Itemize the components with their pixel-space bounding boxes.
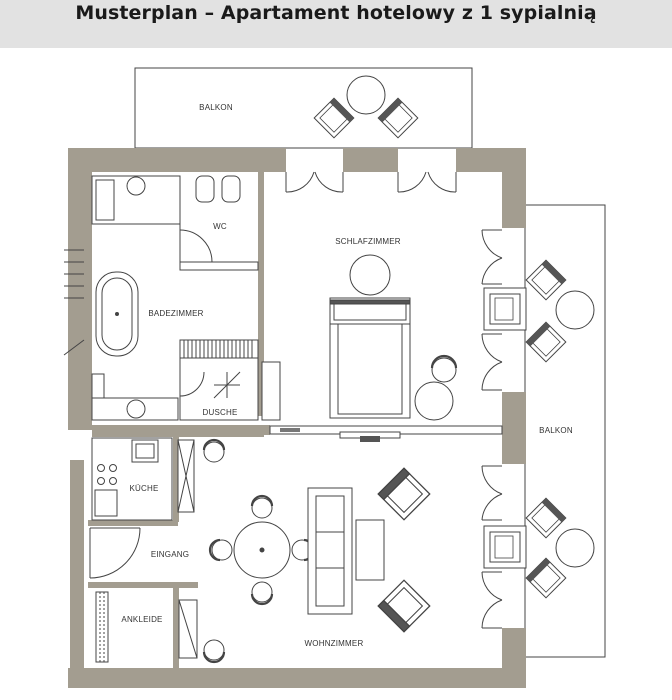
page-title: Musterplan – Apartament hotelowy z 1 syp…	[75, 2, 597, 24]
label-ankleide: ANKLEIDE	[121, 615, 162, 624]
right-balcony-furniture-upper	[483, 259, 595, 363]
living-room-furniture	[202, 438, 431, 664]
label-wc: WC	[213, 222, 227, 231]
label-dusche: DUSCHE	[203, 408, 238, 417]
outer-walls	[68, 148, 526, 688]
kitchen-fixtures	[91, 437, 195, 521]
label-balkon-top: BALKON	[199, 103, 233, 112]
bathroom-fixtures	[91, 175, 281, 421]
entrance	[89, 527, 198, 663]
bedroom-furniture	[329, 254, 458, 421]
label-schlafzimmer: SCHLAFZIMMER	[335, 237, 401, 246]
sliding-partition	[269, 425, 503, 442]
balcony-top	[134, 67, 473, 149]
room-labels: BALKON WC SCHLAFZIMMER BADEZIMMER DUSCHE…	[121, 103, 572, 648]
label-wohnzimmer: WOHNZIMMER	[305, 639, 364, 648]
balcony-door-left	[285, 171, 344, 193]
right-balcony-furniture-lower	[483, 497, 595, 599]
balcony-door-right	[397, 171, 457, 193]
bedroom-balcony-doors	[481, 229, 503, 391]
left-window	[63, 249, 85, 356]
living-balcony-doors	[481, 465, 503, 629]
label-balkon-right: BALKON	[539, 426, 573, 435]
title-bar	[0, 0, 672, 48]
top-balcony-furniture	[313, 75, 419, 139]
label-kueche: KÜCHE	[129, 484, 158, 493]
label-badezimmer: BADEZIMMER	[148, 309, 203, 318]
label-eingang: EINGANG	[151, 550, 189, 559]
